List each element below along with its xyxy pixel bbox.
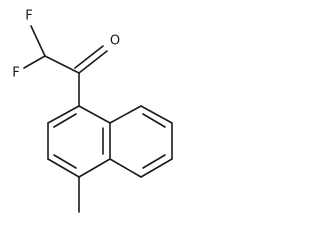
ring-bond-c3-c4 — [47, 158, 80, 178]
atom-label-fluorine-lower: F — [12, 66, 19, 81]
ring-bond-c8-c7 — [140, 105, 173, 124]
ring-double-c6-c5-inner — [142, 154, 166, 169]
ring-double-c3-c4-inner — [53, 154, 77, 169]
ring-bond-c8a-c1 — [78, 105, 111, 124]
atom-label-oxygen: O — [110, 34, 120, 49]
atom-label-fluorine-upper: F — [25, 9, 32, 24]
ring-bond-c6-c5 — [140, 158, 173, 178]
bond-c-f-lower — [23, 55, 46, 69]
ring-double-c8-c7-inner — [142, 113, 166, 128]
ring-bond-c5-c4a — [109, 158, 142, 178]
bond-c-f-upper — [30, 25, 46, 57]
bond-chf2-carbonyl — [44, 55, 80, 74]
bond-carbonyl-double-1 — [78, 50, 108, 74]
ring-bond-c1-c2 — [47, 105, 80, 124]
bond-carbonyl-double-2 — [74, 45, 104, 69]
ring-bond-c4-c4a — [78, 158, 111, 178]
ring-double-c1-c2-inner — [53, 113, 77, 128]
chemical-structure: F F O — [12, 9, 173, 213]
ring-bond-c8a-c8 — [109, 105, 142, 124]
